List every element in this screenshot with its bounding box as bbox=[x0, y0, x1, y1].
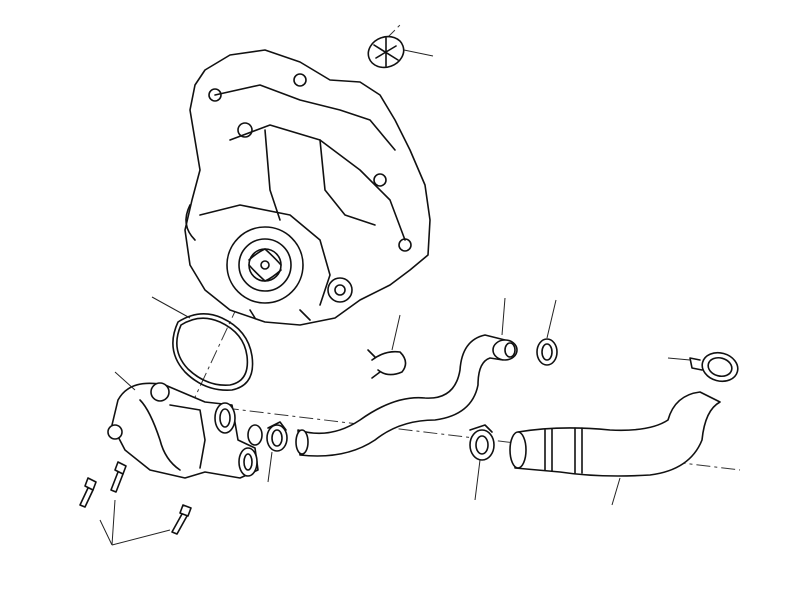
thermostat-housing bbox=[107, 371, 263, 479]
lower-hose bbox=[509, 391, 721, 506]
o-ring-gasket bbox=[151, 296, 254, 391]
spring-clip bbox=[367, 314, 407, 379]
upper-hose bbox=[295, 297, 518, 457]
hose-clamp-3 bbox=[469, 424, 495, 501]
hose-clamp-1 bbox=[266, 421, 288, 483]
bolt-2 bbox=[110, 461, 127, 493]
bolt-1 bbox=[79, 477, 97, 508]
hose-clamp-2 bbox=[536, 299, 558, 366]
engine-cover bbox=[184, 49, 431, 326]
impeller bbox=[248, 248, 282, 282]
hose-clamp-4 bbox=[667, 351, 739, 383]
filler-cap bbox=[367, 35, 434, 69]
bolt-3 bbox=[171, 504, 192, 535]
bolt-leader-lines bbox=[99, 499, 171, 546]
